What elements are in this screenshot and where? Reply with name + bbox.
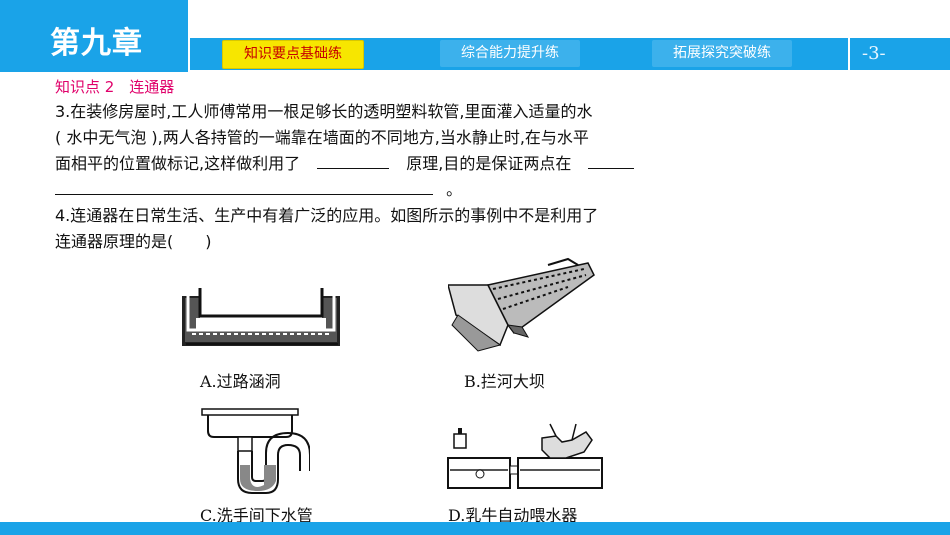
q3-line-3-text-a: 面相平的位置做标记,这样做利用了 bbox=[55, 154, 301, 173]
q3-line-3: 面相平的位置做标记,这样做利用了 原理,目的是保证两点在 bbox=[55, 150, 635, 174]
chapter-banner: 第九章 bbox=[0, 0, 188, 72]
q3-period: 。 bbox=[446, 180, 463, 199]
tab-basic-practice[interactable]: 知识要点基础练 bbox=[222, 40, 364, 69]
q4-line-1: 4.连通器在日常生活、生产中有着广泛的应用。如图所示的事例中不是利用了 bbox=[55, 206, 599, 225]
tab-extension-practice[interactable]: 拓展探究突破练 bbox=[652, 40, 792, 67]
section-heading: 知识点 2 连通器 bbox=[55, 78, 175, 96]
answer-blank-2[interactable] bbox=[55, 180, 433, 195]
culvert-figure bbox=[182, 288, 340, 346]
cow-feeder-figure bbox=[447, 423, 603, 489]
caption-b: B.拦河大坝 bbox=[464, 372, 545, 391]
answer-blank-2-start[interactable] bbox=[588, 154, 635, 169]
tab-divider bbox=[848, 38, 850, 70]
q3-line-1: 3.在装修房屋时,工人师傅常用一根足够长的透明塑料软管,里面灌入适量的水 bbox=[55, 102, 593, 121]
q3-line-2: ( 水中无气泡 ),两人各持管的一端靠在墙面的不同地方,当水静止时,在与水平 bbox=[55, 128, 589, 147]
tab-ability-practice[interactable]: 综合能力提升练 bbox=[440, 40, 580, 67]
page-number: -3- bbox=[862, 43, 886, 64]
caption-a: A.过路涵洞 bbox=[200, 372, 281, 391]
sink-drain-figure bbox=[201, 408, 310, 494]
dam-figure bbox=[448, 257, 595, 352]
chapter-title: 第九章 bbox=[50, 26, 143, 61]
caption-c: C.洗手间下水管 bbox=[200, 506, 313, 525]
answer-blank-1[interactable] bbox=[317, 154, 390, 169]
q3-line-3-text-b: 原理,目的是保证两点在 bbox=[406, 154, 572, 173]
q3-line-4: 。 bbox=[55, 176, 462, 200]
caption-d: D.乳牛自动喂水器 bbox=[448, 506, 578, 525]
q4-line-2: 连通器原理的是( ) bbox=[55, 232, 212, 251]
footer-bar bbox=[0, 522, 950, 535]
